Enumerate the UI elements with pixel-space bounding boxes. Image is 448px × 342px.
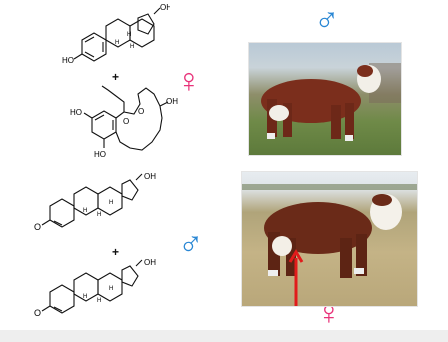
o-label: O xyxy=(34,222,41,232)
h-label: H xyxy=(115,40,119,46)
h-label: H xyxy=(130,44,134,50)
oh-label: OH xyxy=(144,258,156,267)
plus-sign: + xyxy=(112,245,120,259)
testosterone-structure: OH O H H H xyxy=(34,172,156,232)
h-label: H xyxy=(127,32,131,38)
h-label: H xyxy=(83,208,87,214)
h-label: H xyxy=(109,286,113,292)
male-symbol-icon: ♂ xyxy=(178,224,204,262)
cow-photo-bottom xyxy=(241,171,418,307)
ho-label: HO xyxy=(62,56,74,65)
h-label: H xyxy=(83,294,87,300)
footer-bar xyxy=(0,330,448,342)
oh-label: OH xyxy=(160,3,170,12)
estradiol-structure: OH HO H H H xyxy=(62,3,170,65)
cow-photo-top xyxy=(248,42,402,156)
o-label: O xyxy=(34,308,41,318)
o-label: O xyxy=(123,117,129,126)
h-label: H xyxy=(97,298,101,304)
female-symbol-icon: ♀ xyxy=(176,62,202,100)
plus-sign: + xyxy=(112,70,120,84)
ho-label: HO xyxy=(94,150,106,159)
oh-label: OH xyxy=(166,97,178,106)
h-label: H xyxy=(97,212,101,218)
male-symbol-icon: ♂ xyxy=(314,0,340,38)
o-label: O xyxy=(138,107,144,116)
oh-label: OH xyxy=(144,172,156,181)
ho-label: HO xyxy=(70,108,82,117)
h-label: H xyxy=(109,200,113,206)
arrow-icon xyxy=(288,249,304,306)
testosterone-structure: OH O H H H xyxy=(34,258,156,318)
zeranol-structure: HO HO OH O O xyxy=(70,85,178,159)
